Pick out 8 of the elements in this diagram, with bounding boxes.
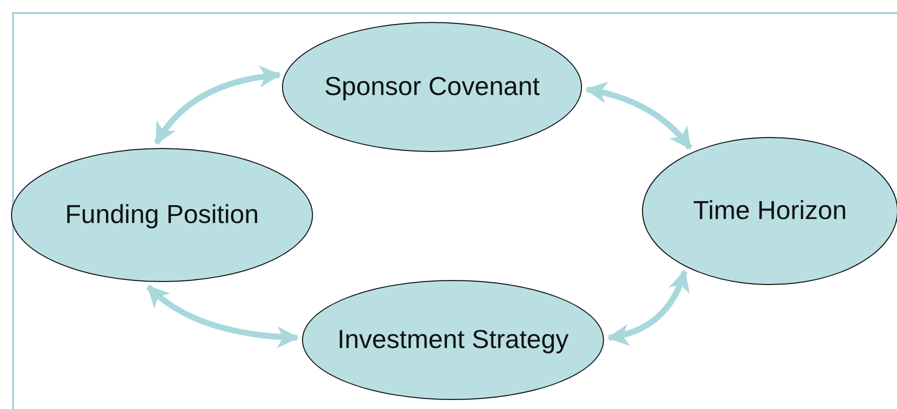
double-arrow	[154, 66, 282, 145]
double-arrow	[584, 82, 692, 150]
node-label: Investment Strategy	[336, 323, 570, 356]
double-arrow	[606, 270, 689, 346]
double-arrow	[146, 284, 300, 348]
node-label: Funding Position	[64, 198, 260, 232]
node-label: Sponsor Covenant	[323, 70, 541, 104]
node-label: Time Horizon	[692, 194, 848, 228]
